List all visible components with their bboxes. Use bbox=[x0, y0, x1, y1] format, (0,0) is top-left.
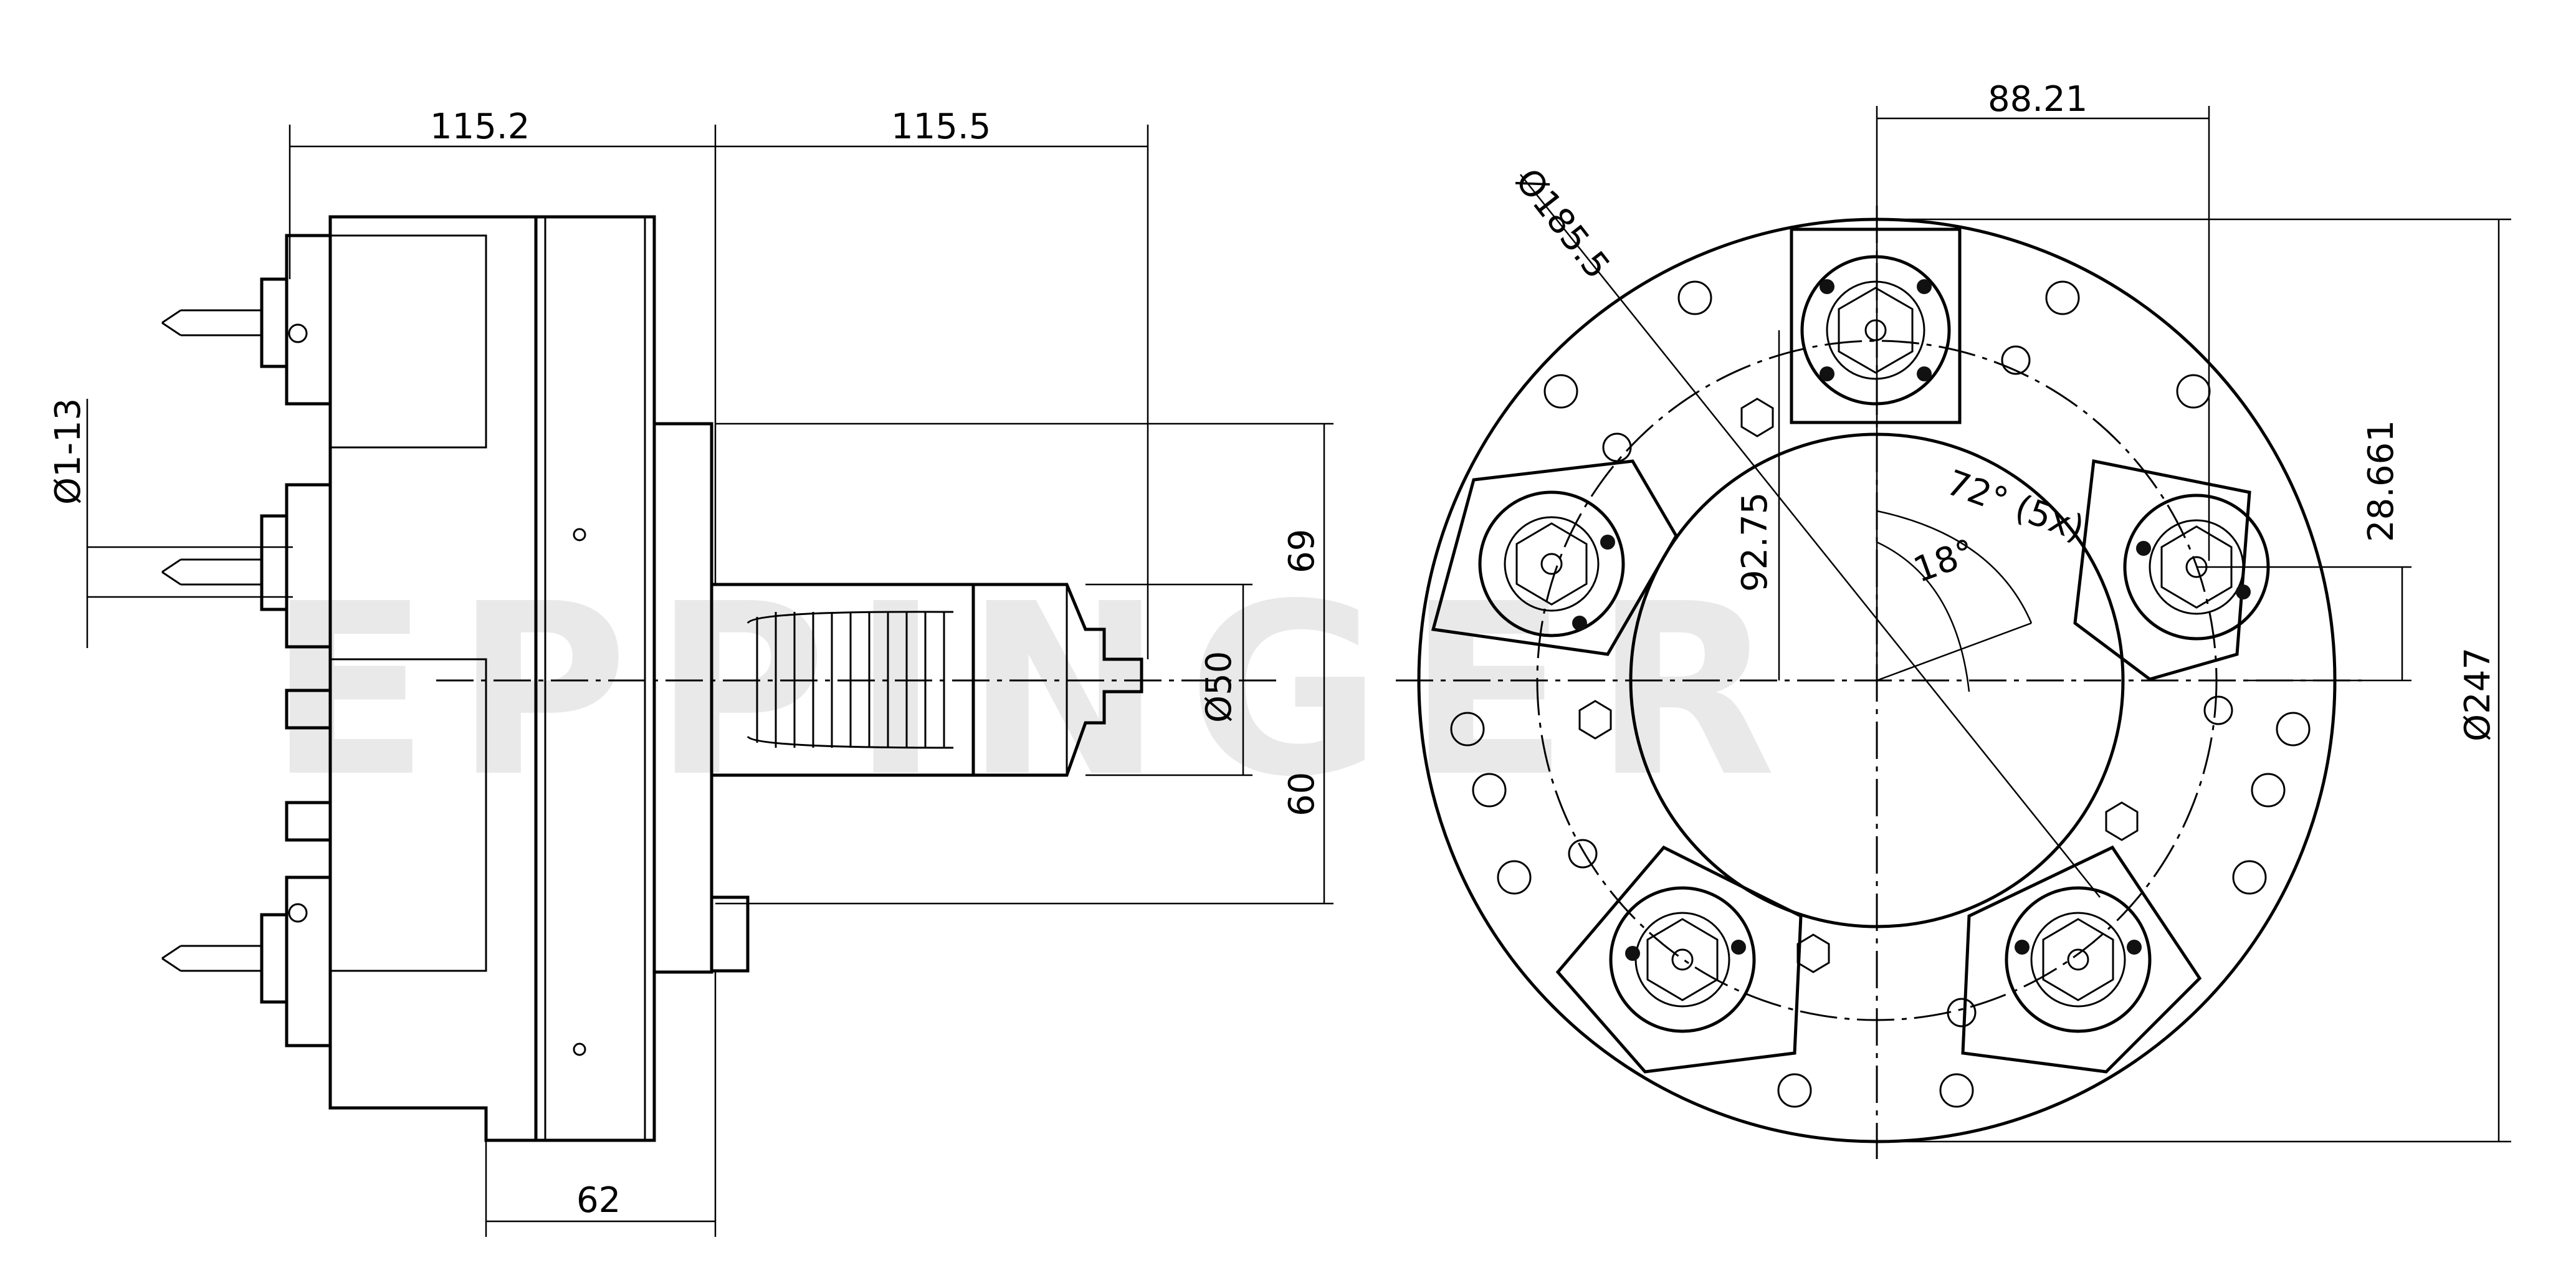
dim-shaft-length: 115.5 bbox=[891, 107, 991, 147]
dim-thread-diameter: Ø1-13 bbox=[48, 398, 88, 505]
side-dimensions: 115.2 115.5 62 Ø1-13 Ø50 69 60 bbox=[48, 107, 1333, 1237]
front-station-bottom-right bbox=[1961, 845, 2202, 1074]
side-view: 115.2 115.5 62 Ø1-13 Ø50 69 60 bbox=[48, 107, 1333, 1237]
dim-offset-vertical: 92.75 bbox=[1735, 492, 1775, 592]
dim-upper-height: 69 bbox=[1282, 529, 1322, 573]
front-station-bottom-left bbox=[1555, 845, 1803, 1074]
side-studs bbox=[161, 234, 332, 1047]
front-station-top bbox=[1790, 227, 1962, 424]
side-pin bbox=[712, 895, 750, 973]
dim-outer-diameter: Ø247 bbox=[2458, 647, 2498, 742]
dim-lower-height: 60 bbox=[1282, 772, 1322, 816]
dim-shaft-diameter: Ø50 bbox=[1199, 651, 1239, 723]
front-station-right bbox=[2073, 459, 2270, 681]
front-station-left bbox=[1431, 459, 1678, 656]
front-mounting-holes bbox=[1450, 280, 2311, 1108]
dim-body-length: 115.2 bbox=[430, 107, 530, 147]
dim-offset-horizontal: 88.21 bbox=[1988, 79, 2087, 120]
brand-watermark: EPPINGER bbox=[268, 553, 1801, 829]
side-housing-inner bbox=[330, 234, 487, 972]
dim-base-width: 62 bbox=[576, 1180, 621, 1221]
dim-pitch-circle: Ø185.5 bbox=[1507, 161, 1618, 287]
dim-offset-right: 28.661 bbox=[2361, 420, 2402, 542]
dim-angle-offset: 18° bbox=[1909, 532, 1981, 591]
